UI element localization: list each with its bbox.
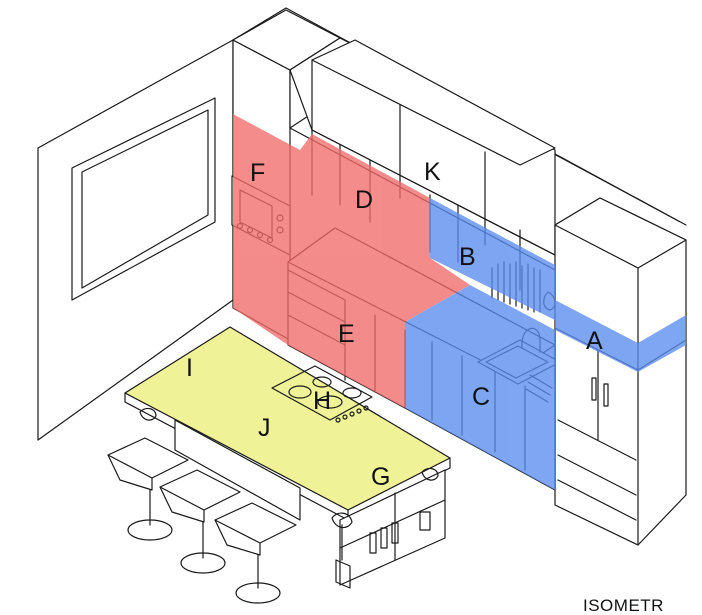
yellow-zone-island (125, 327, 450, 510)
window-pane (81, 109, 209, 289)
zone-label-c: C (472, 383, 490, 411)
left-wall (37, 39, 234, 441)
bar-stool (107, 437, 189, 541)
refrigerator-tower (554, 197, 687, 546)
blue-zone-base (405, 285, 555, 490)
zone-label-a: A (586, 327, 603, 355)
bar-stool (214, 502, 297, 604)
color-zones (125, 114, 686, 510)
zone-label-b: B (459, 243, 476, 271)
zone-label-h: H (313, 387, 331, 415)
red-zone (233, 114, 470, 408)
zone-label-i: I (186, 354, 193, 382)
zone-label-f: F (250, 159, 265, 187)
blue-zone-fridge-band (555, 300, 686, 372)
zone-label-e: E (338, 320, 355, 348)
caption: ISOMETR (583, 596, 664, 615)
bar-stools (107, 437, 297, 604)
bar-stool (159, 469, 241, 574)
zone-label-g: G (371, 463, 390, 491)
zone-labels: A B C D E F G H I J K (186, 158, 603, 491)
zone-label-d: D (355, 186, 373, 214)
zone-label-k: K (424, 158, 441, 186)
blue-zone-upper (430, 198, 555, 320)
zone-label-j: J (258, 414, 271, 442)
kitchen-island (124, 326, 451, 589)
cooktop (271, 365, 373, 421)
